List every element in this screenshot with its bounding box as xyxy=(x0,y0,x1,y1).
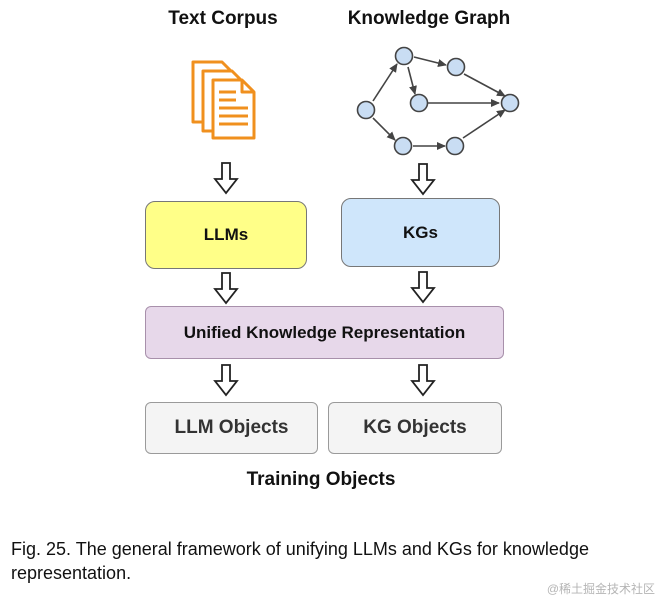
unified-representation-label: Unified Knowledge Representation xyxy=(183,322,466,342)
text-corpus-label: Text Corpus xyxy=(168,8,278,29)
figure-caption: Fig. 25. The general framework of unifyi… xyxy=(11,539,589,583)
down-arrow-icon xyxy=(410,271,436,304)
llm-objects-box: LLM Objects xyxy=(145,402,318,454)
graph-node xyxy=(409,93,429,113)
llm-objects-label: LLM Objects xyxy=(174,417,289,438)
down-arrow-icon xyxy=(410,364,436,397)
llms-label: LLMs xyxy=(203,225,249,244)
knowledge-graph-label: Knowledge Graph xyxy=(347,8,511,29)
down-arrow-icon xyxy=(213,364,239,397)
unified-representation-box: Unified Knowledge Representation xyxy=(145,306,504,359)
down-arrow-icon xyxy=(410,163,436,196)
graph-node xyxy=(356,100,376,120)
graph-node xyxy=(394,46,414,66)
llms-box: LLMs xyxy=(145,201,307,269)
graph-node xyxy=(393,136,413,156)
down-arrow-icon xyxy=(213,272,239,305)
kgs-box: KGs xyxy=(341,198,500,267)
graph-node xyxy=(445,136,465,156)
knowledge-graph-icon xyxy=(356,46,520,156)
graph-node xyxy=(446,57,466,77)
training-objects-label: Training Objects xyxy=(246,469,396,490)
kg-objects-box: KG Objects xyxy=(328,402,502,454)
graph-node xyxy=(500,93,520,113)
kgs-label: KGs xyxy=(403,222,438,242)
document-stack-icon xyxy=(191,60,256,140)
watermark: @稀土掘金技术社区 xyxy=(546,582,655,596)
kg-objects-label: KG Objects xyxy=(363,417,467,438)
down-arrow-icon xyxy=(213,162,239,195)
